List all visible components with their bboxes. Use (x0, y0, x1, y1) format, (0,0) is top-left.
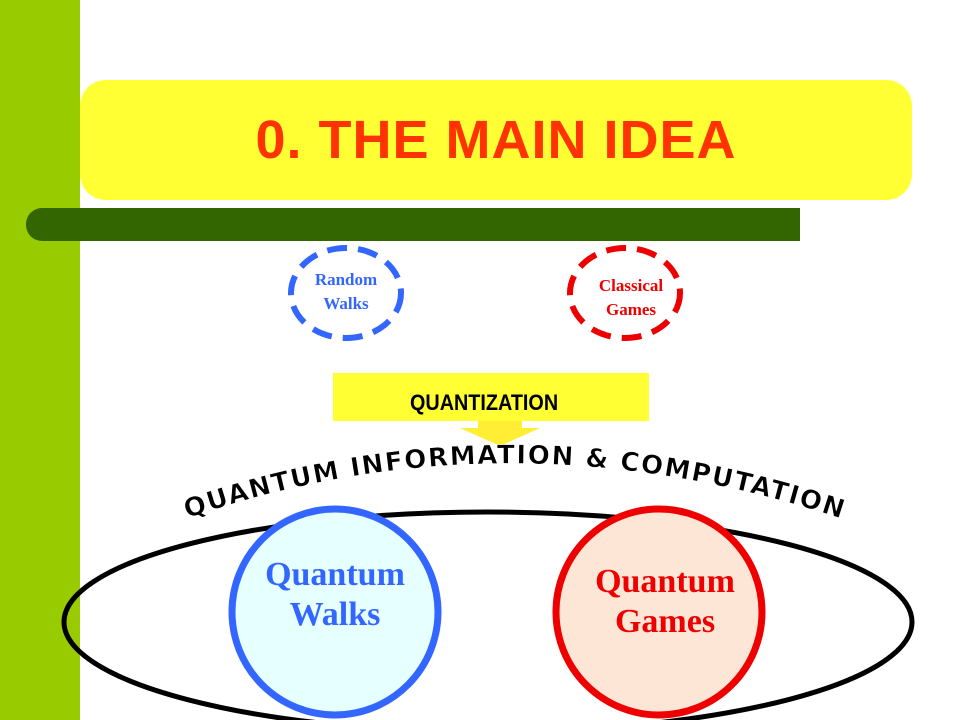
quantum-walks-label: Quantum Walks (235, 555, 435, 635)
slide-title: 0. THE MAIN IDEA (255, 110, 737, 170)
quantum-games-line2: Games (614, 603, 716, 640)
quantum-domain-ellipse (61, 509, 915, 720)
down-arrow-icon (460, 421, 540, 446)
random-walks-line2: Walks (323, 294, 369, 313)
random-walks-line1: Random (314, 270, 378, 289)
quantization-label: QUANTIZATION (410, 390, 559, 415)
classical-games-line2: Games (605, 300, 657, 319)
quantization-box (333, 373, 649, 421)
random-walks-dashed-circle (288, 245, 404, 341)
classical-games-dashed-circle (567, 245, 683, 341)
classical-games-label: Classical Games (576, 274, 686, 322)
quantum-games-label: Quantum Games (565, 562, 765, 642)
quantum-walks-line2: Walks (289, 596, 381, 633)
quantum-walks-circle (228, 505, 442, 719)
divider-bar (26, 208, 800, 241)
side-accent-bar (0, 0, 80, 720)
quantum-games-circle (552, 505, 766, 719)
quantum-games-line1: Quantum (595, 563, 735, 600)
title-banner: 0. THE MAIN IDEA (80, 80, 912, 200)
classical-games-line1: Classical (598, 276, 664, 295)
quantum-walks-line1: Quantum (265, 556, 405, 593)
random-walks-label: Random Walks (291, 268, 401, 316)
